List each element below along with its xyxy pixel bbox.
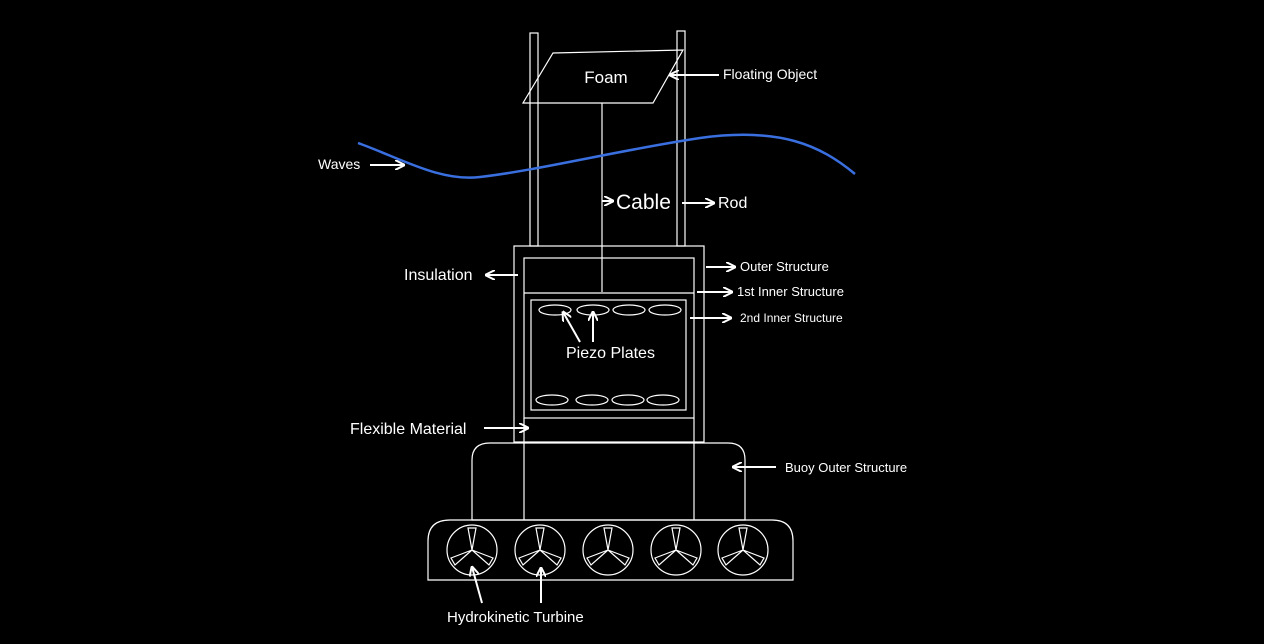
floating-object-label: Floating Object xyxy=(723,66,817,82)
turbine xyxy=(582,524,634,576)
insulation-label: Insulation xyxy=(404,267,473,284)
second-inner-structure-label: 2nd Inner Structure xyxy=(740,311,843,325)
piezo-plate xyxy=(575,394,609,406)
piezo-plate xyxy=(611,394,645,406)
turbine xyxy=(717,524,769,576)
right-rod xyxy=(676,30,686,247)
arrow-turbine-1 xyxy=(472,567,483,604)
foam-label: Foam xyxy=(584,68,627,87)
waves-label: Waves xyxy=(318,156,360,172)
buoy-outer-structure xyxy=(471,442,746,521)
piezo-plate xyxy=(612,304,646,316)
piezo-plate xyxy=(535,394,569,406)
piezo-plates-label: Piezo Plates xyxy=(566,345,655,362)
arrows xyxy=(370,75,776,604)
buoy-outer-structure-label: Buoy Outer Structure xyxy=(785,460,907,475)
rod-label: Rod xyxy=(718,195,747,212)
arrow-piezo-1 xyxy=(563,312,581,343)
foam-floating-object xyxy=(521,49,685,104)
turbine xyxy=(650,524,702,576)
piezo-plates-top xyxy=(538,304,682,316)
hydrokinetic-turbine-label: Hydrokinetic Turbine xyxy=(447,609,584,626)
piezo-plate xyxy=(646,394,680,406)
flexible-material-label: Flexible Material xyxy=(350,421,466,438)
piezo-plate xyxy=(538,304,572,316)
turbine-housing xyxy=(427,519,794,581)
outer-structure xyxy=(513,245,705,443)
turbines xyxy=(446,524,769,576)
insulation-layer xyxy=(523,257,695,419)
left-rod xyxy=(529,32,539,247)
turbine xyxy=(514,524,566,576)
outer-structure-label: Outer Structure xyxy=(740,259,829,274)
second-inner-structure xyxy=(530,299,687,411)
wave-curve xyxy=(357,133,856,179)
cable-label: Cable xyxy=(616,191,671,214)
piezo-plates-bottom xyxy=(535,394,680,406)
piezo-plate xyxy=(648,304,682,316)
first-inner-structure-label: 1st Inner Structure xyxy=(737,284,844,299)
